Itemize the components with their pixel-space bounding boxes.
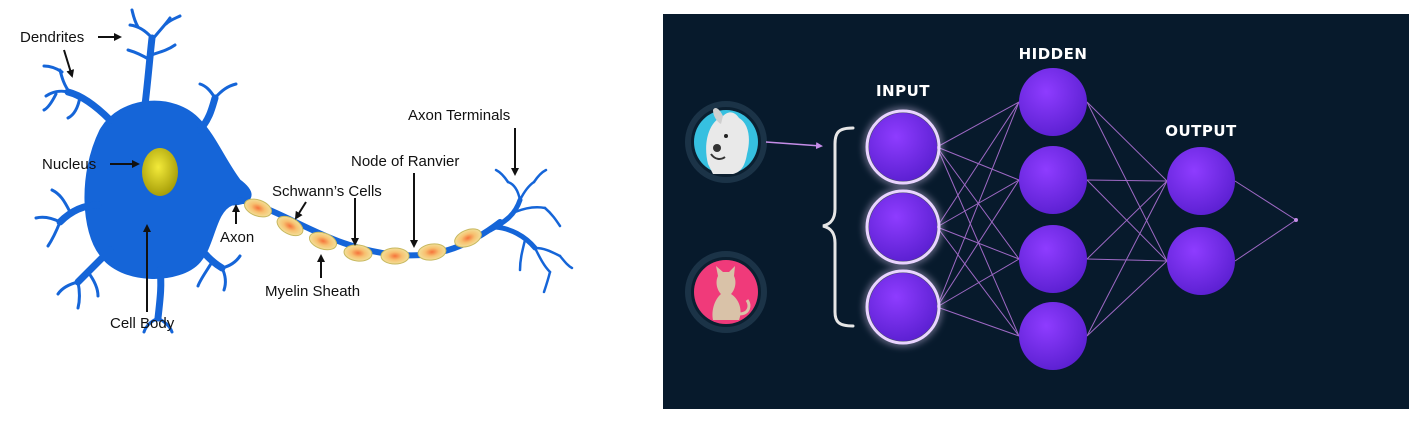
label-dendrites: Dendrites — [20, 29, 122, 78]
svg-text:Dendrites: Dendrites — [20, 29, 84, 46]
input-node-ring — [865, 269, 941, 345]
edge-input-hidden — [936, 146, 1020, 337]
edge-hidden-output — [1086, 179, 1168, 182]
neuron-svg: Dendrites Nucleus Axon Cell Body Schwann… — [20, 8, 574, 334]
axon-terminals — [487, 168, 574, 294]
input-arrow — [765, 141, 823, 150]
hidden-node — [1019, 302, 1087, 370]
edge-hidden-output — [1086, 180, 1168, 337]
svg-text:Axon: Axon — [220, 229, 254, 246]
input-brace — [822, 126, 855, 328]
network-edges — [936, 101, 1297, 337]
edge-input-hidden — [936, 101, 1020, 148]
output-target — [1294, 218, 1298, 222]
schwann-cell — [276, 215, 304, 237]
myelin-sheath — [244, 198, 482, 265]
input-node — [869, 193, 937, 261]
schwann-cell — [454, 228, 482, 248]
edge-hidden-output — [1086, 260, 1168, 337]
edge-input-hidden — [936, 306, 1020, 337]
neural-network-diagram: INPUT HIDDEN OUTPUT — [663, 14, 1409, 409]
svg-text:Schwann’s Cells: Schwann’s Cells — [272, 183, 382, 200]
edge-hidden-output — [1086, 101, 1168, 262]
dog-image — [685, 101, 767, 183]
svg-text:Cell Body: Cell Body — [110, 315, 175, 332]
label-node-of-ranvier: Node of Ranvier — [351, 153, 459, 248]
edge-input-hidden — [936, 101, 1020, 228]
label-axon: Axon — [220, 204, 254, 246]
svg-text:Node of Ranvier: Node of Ranvier — [351, 153, 459, 170]
input-node — [869, 273, 937, 341]
output-node — [1167, 227, 1235, 295]
label-myelin-sheath: Myelin Sheath — [265, 254, 360, 300]
label-nucleus: Nucleus — [42, 156, 140, 173]
nucleus — [142, 148, 178, 196]
svg-text:Nucleus: Nucleus — [42, 156, 96, 173]
input-node-ring — [865, 189, 941, 265]
schwann-cell — [308, 231, 338, 251]
hidden-node — [1019, 146, 1087, 214]
svg-text:Myelin Sheath: Myelin Sheath — [265, 283, 360, 300]
output-layer-title: OUTPUT — [1165, 122, 1237, 140]
svg-text:Axon Terminals: Axon Terminals — [408, 107, 510, 124]
schwann-cell — [380, 247, 410, 265]
hidden-node — [1019, 225, 1087, 293]
input-node — [869, 113, 937, 181]
edge-input-hidden — [936, 146, 1020, 181]
edge-input-hidden — [936, 101, 1020, 308]
edge-input-hidden — [936, 179, 1020, 308]
edge-output-result — [1234, 219, 1297, 262]
label-axon-terminals: Axon Terminals — [408, 107, 519, 176]
edge-hidden-output — [1086, 180, 1168, 260]
network-svg: INPUT HIDDEN OUTPUT — [685, 45, 1298, 370]
neuron-diagram: Dendrites Nucleus Axon Cell Body Schwann… — [0, 0, 640, 423]
network-nodes — [865, 68, 1235, 370]
hidden-layer-title: HIDDEN — [1019, 45, 1088, 63]
hidden-node — [1019, 68, 1087, 136]
edge-hidden-output — [1086, 101, 1168, 182]
label-schwann-cells: Schwann’s Cells — [272, 183, 382, 220]
output-node — [1167, 147, 1235, 215]
label-cell-body: Cell Body — [110, 224, 175, 332]
schwann-cell — [244, 198, 272, 218]
edge-hidden-output — [1086, 258, 1168, 262]
input-layer-title: INPUT — [876, 82, 930, 100]
schwann-cell — [417, 243, 447, 261]
cat-image — [685, 251, 767, 333]
schwann-cell — [343, 244, 373, 262]
input-node-ring — [865, 109, 941, 185]
edge-input-hidden — [936, 226, 1020, 337]
edge-output-result — [1234, 180, 1297, 221]
edge-input-hidden — [936, 258, 1020, 308]
